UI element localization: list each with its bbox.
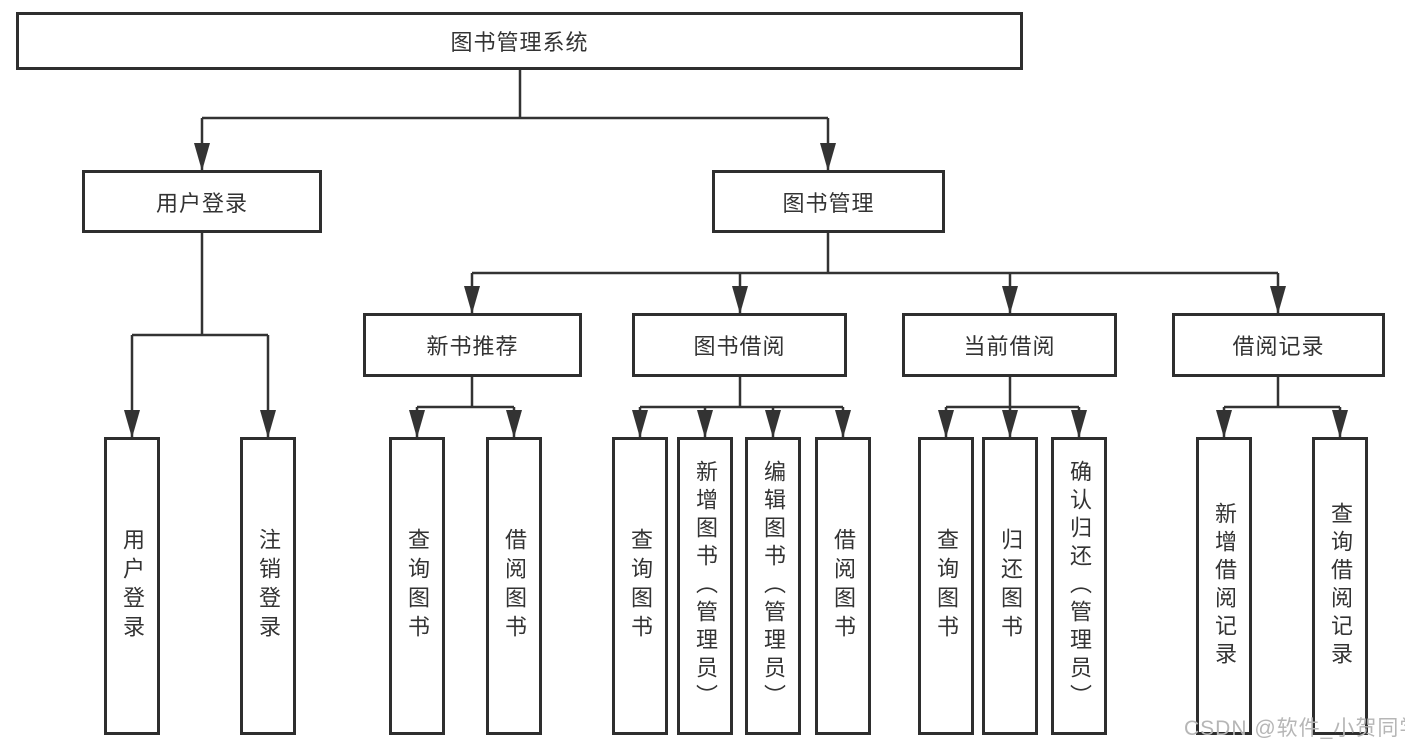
node-borrow-records: 借阅记录 — [1172, 313, 1385, 377]
node-user-login: 用户登录 — [82, 170, 322, 233]
leaf-logout: 注销登录 — [240, 437, 296, 735]
leaf-borrow-books: 借阅图书 — [815, 437, 871, 735]
leaf-user-login: 用户登录 — [104, 437, 160, 735]
leaf-query-books-current: 查询图书 — [918, 437, 974, 735]
node-book-management-system: 图书管理系统 — [16, 12, 1023, 70]
leaf-borrow-books-recommend: 借阅图书 — [486, 437, 542, 735]
leaf-add-borrow-record: 新增借阅记录 — [1196, 437, 1252, 735]
leaf-edit-books-admin: 编辑图书（管理员） — [745, 437, 801, 735]
leaf-confirm-return-admin: 确认归还（管理员） — [1051, 437, 1107, 735]
leaf-query-books-recommend: 查询图书 — [389, 437, 445, 735]
csdn-watermark: CSDN @软件_小贺同学 — [1184, 717, 1405, 740]
leaf-query-borrow-record: 查询借阅记录 — [1312, 437, 1368, 735]
node-book-borrow: 图书借阅 — [632, 313, 847, 377]
node-book-management: 图书管理 — [712, 170, 945, 233]
node-new-book-recommend: 新书推荐 — [363, 313, 582, 377]
leaf-add-books-admin: 新增图书（管理员） — [677, 437, 733, 735]
node-current-borrow: 当前借阅 — [902, 313, 1117, 377]
leaf-return-books: 归还图书 — [982, 437, 1038, 735]
connector-bars — [132, 70, 1340, 409]
leaf-query-books-borrow: 查询图书 — [612, 437, 668, 735]
